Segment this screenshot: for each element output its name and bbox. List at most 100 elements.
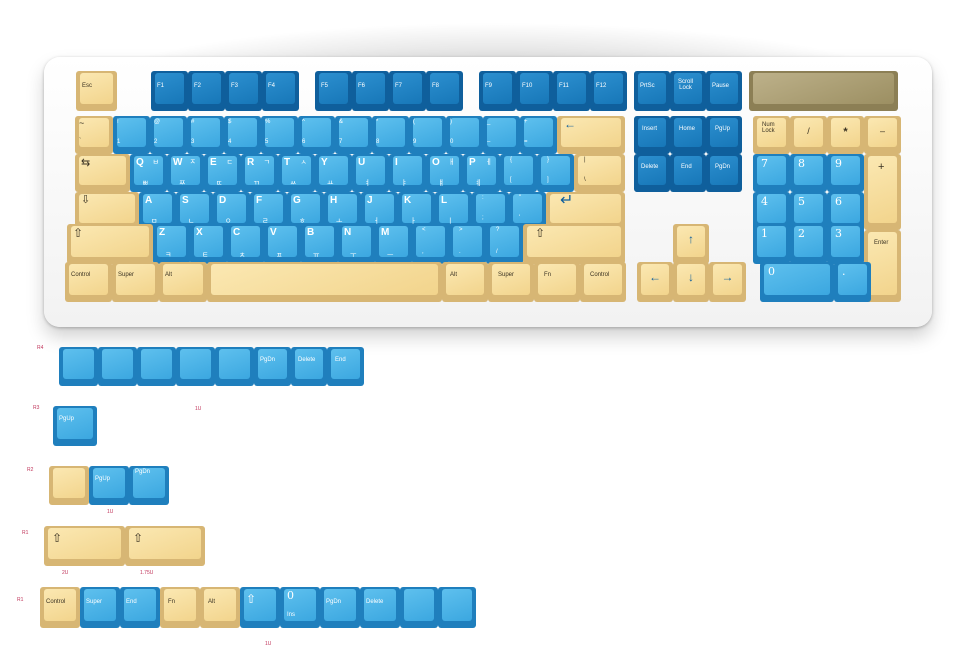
key-backslash[interactable]: |\ [574,154,625,192]
key-rbracket[interactable]: }] [537,154,574,192]
extra-r1-shift-2u[interactable]: ⇧ [44,526,125,566]
key-np8[interactable]: 8 [790,154,827,192]
key-left-alt[interactable]: Alt [159,262,207,302]
key-f10[interactable]: F10 [516,71,553,111]
key-tab[interactable]: ⇆ [75,154,130,192]
key-semicolon[interactable]: :; [472,192,509,230]
key-right[interactable]: → [709,262,746,302]
key-6[interactable]: ^6 [298,116,335,154]
key-f2[interactable]: F2 [188,71,225,111]
extra-blank-2[interactable] [438,587,476,628]
extra-end[interactable]: End [120,587,160,628]
key-np6[interactable]: 6 [827,192,864,230]
key-tilde[interactable]: ~` [75,116,113,154]
key-f3[interactable]: F3 [225,71,262,111]
key-left-super[interactable]: Super [112,262,159,302]
extra-super[interactable]: Super [80,587,120,628]
key-np1[interactable]: 1 [753,224,790,264]
key-np0[interactable]: 0 [760,262,834,302]
key-home[interactable]: Home [670,116,706,154]
key-lbracket[interactable]: {[ [500,154,537,192]
key-right-control[interactable]: Control [580,262,626,302]
key-enter[interactable]: ↵ [546,192,625,230]
key-left-shift[interactable]: ⇧ [67,224,153,264]
key-pause[interactable]: Pause [706,71,742,111]
extra-r4-key-1[interactable] [59,347,98,386]
key-5[interactable]: %5 [261,116,298,154]
key-np-star[interactable]: * [827,116,864,154]
extra-r2-blank[interactable] [49,466,89,505]
key-f8[interactable]: F8 [426,71,463,111]
key-0[interactable]: )0 [446,116,483,154]
extra-r4-key-5[interactable] [215,347,254,386]
key-down[interactable]: ↓ [673,262,709,302]
key-1[interactable]: !1 [113,116,150,154]
key-np-dot[interactable]: . [834,262,871,302]
extra-r4-key-2[interactable] [98,347,137,386]
key-f5[interactable]: F5 [315,71,352,111]
key-np4[interactable]: 4 [753,192,790,230]
key-space[interactable] [207,262,442,302]
extra-blank-1[interactable] [400,587,438,628]
key-np-plus[interactable]: + [864,154,901,230]
key-np2[interactable]: 2 [790,224,827,264]
key-8[interactable]: *8 [372,116,409,154]
key-esc[interactable]: Esc [76,71,117,111]
key-np5[interactable]: 5 [790,192,827,230]
extra-control[interactable]: Control [40,587,80,628]
key-scroll-lock[interactable]: Scroll Lock [670,71,706,111]
key-f12[interactable]: F12 [590,71,627,111]
key-np9[interactable]: 9 [827,154,864,192]
key-f1[interactable]: F1 [151,71,188,111]
key-equals[interactable]: += [520,116,557,154]
extra-r3-pgup[interactable]: PgUp [53,406,97,446]
key-np3[interactable]: 3 [827,224,864,264]
key-left-control[interactable]: Control [65,262,112,302]
key-prtsc[interactable]: PrtSc [634,71,670,111]
key-f9[interactable]: F9 [479,71,516,111]
key-pgdn[interactable]: PgDn [706,154,742,192]
key-up[interactable]: ↑ [673,224,709,264]
key-2[interactable]: @2 [150,116,187,154]
extra-shift-1u[interactable]: ⇧ [240,587,280,628]
key-np-minus[interactable]: – [864,116,901,154]
extra-r2-pgdn[interactable]: PgDn [129,466,169,505]
key-7[interactable]: &7 [335,116,372,154]
extra-r4-key-4[interactable] [176,347,215,386]
key-f11[interactable]: F11 [553,71,590,111]
key-f7[interactable]: F7 [389,71,426,111]
key-3[interactable]: #3 [187,116,224,154]
extra-r4-key-3[interactable] [137,347,176,386]
extra-r2-pgup[interactable]: PgUp [89,466,129,505]
key-comma[interactable]: <, [412,224,449,264]
key-minus[interactable]: _– [483,116,520,154]
key-f4[interactable]: F4 [262,71,299,111]
key-fn[interactable]: Fn [534,262,580,302]
key-end[interactable]: End [670,154,706,192]
key-np-slash[interactable]: / [790,116,827,154]
key-right-alt[interactable]: Alt [442,262,488,302]
extra-fn[interactable]: Fn [160,587,200,628]
key-f6[interactable]: F6 [352,71,389,111]
key-left[interactable]: ← [637,262,673,302]
key-capslock[interactable]: ⇩ [75,192,139,230]
